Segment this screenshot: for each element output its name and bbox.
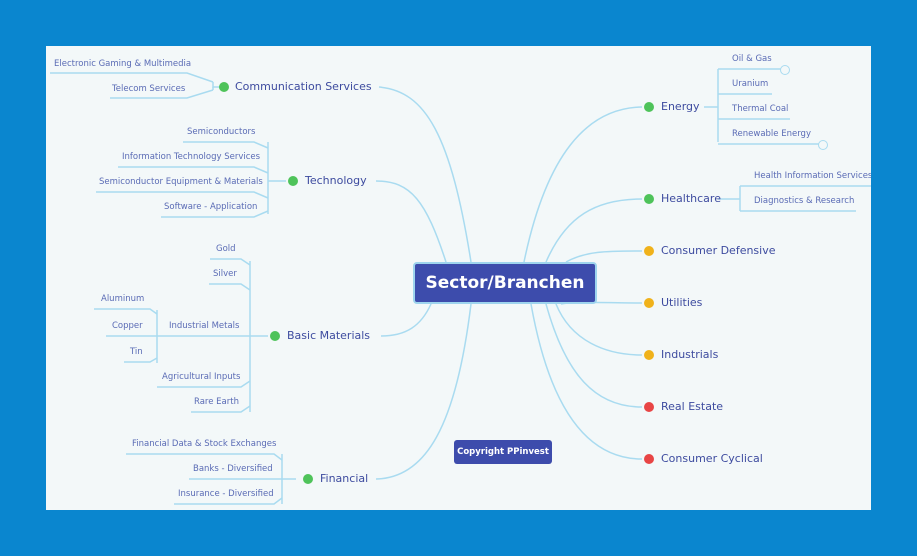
branch-basic-materials[interactable]: Basic Materials [287,329,371,342]
leaf-electronic-gaming[interactable]: Electronic Gaming & Multimedia [54,59,192,69]
status-dot-green [288,176,298,186]
leaf-renewable-energy[interactable]: Renewable Energy [732,129,811,139]
status-dot-green [270,331,280,341]
leaf-tin[interactable]: Tin [130,347,143,357]
status-dot-red [644,402,654,412]
branch-technology[interactable]: Technology [305,174,367,187]
leaf-semiconductor-equipment[interactable]: Semiconductor Equipment & Materials [99,177,263,187]
branch-consumer-defensive[interactable]: Consumer Defensive [661,244,776,257]
leaf-telecom-services[interactable]: Telecom Services [112,84,186,94]
status-dot-yellow [644,298,654,308]
leaf-health-information-services[interactable]: Health Information Services [754,171,871,181]
branch-consumer-cyclical[interactable]: Consumer Cyclical [661,452,763,465]
leaf-software-application[interactable]: Software - Application [164,202,258,212]
leaf-it-services[interactable]: Information Technology Services [122,152,261,162]
leaf-uranium[interactable]: Uranium [732,79,769,89]
leaf-copper[interactable]: Copper [112,321,143,331]
branch-communication-services[interactable]: Communication Services [235,80,372,93]
status-dot-green [303,474,313,484]
leaf-thermal-coal[interactable]: Thermal Coal [732,104,789,114]
status-dot-yellow [644,350,654,360]
leaf-agricultural-inputs[interactable]: Agricultural Inputs [162,372,241,382]
leaf-insurance-diversified[interactable]: Insurance - Diversified [178,489,274,499]
status-dot-green [219,82,229,92]
leaf-semiconductors[interactable]: Semiconductors [187,127,256,137]
collapse-badge[interactable] [780,65,790,75]
leaf-silver[interactable]: Silver [213,269,237,279]
copyright-label: Copyright PPinvest [454,440,552,464]
leaf-gold[interactable]: Gold [216,244,236,254]
branch-financial[interactable]: Financial [320,472,369,485]
connector-lines [50,68,871,505]
leaf-rare-earth[interactable]: Rare Earth [194,397,239,407]
status-dot-yellow [644,246,654,256]
collapse-badge[interactable] [818,140,828,150]
branch-utilities[interactable]: Utilities [661,296,703,309]
status-dot-green [644,194,654,204]
leaf-industrial-metals[interactable]: Industrial Metals [169,321,240,331]
leaf-oil-gas[interactable]: Oil & Gas [732,54,772,64]
leaf-aluminum[interactable]: Aluminum [101,294,145,304]
status-dot-green [644,102,654,112]
branch-healthcare[interactable]: Healthcare [661,192,721,205]
branch-industrials[interactable]: Industrials [661,348,719,361]
branch-energy[interactable]: Energy [661,100,700,113]
mindmap-canvas: Sector/Branchen Copyright PPinvest Commu… [46,46,871,510]
leaf-financial-data[interactable]: Financial Data & Stock Exchanges [132,439,277,449]
branch-real-estate[interactable]: Real Estate [661,400,724,413]
central-node[interactable]: Sector/Branchen [413,262,597,304]
leaf-diagnostics-research[interactable]: Diagnostics & Research [754,196,855,206]
status-dot-red [644,454,654,464]
leaf-banks-diversified[interactable]: Banks - Diversified [193,464,273,474]
